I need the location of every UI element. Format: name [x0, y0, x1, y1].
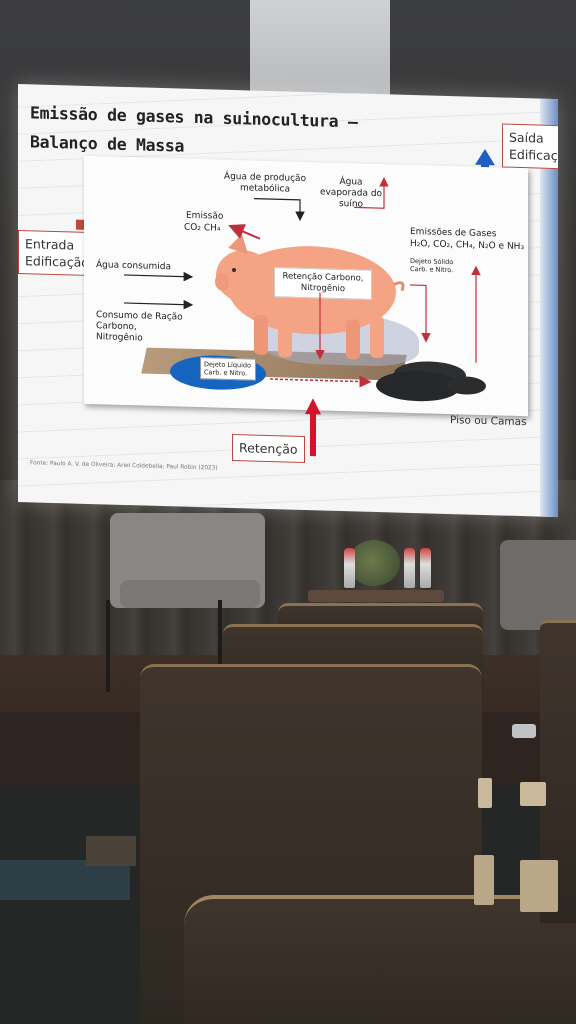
saida-label: Saída Edificação: [502, 123, 558, 170]
remote-control-icon: [512, 724, 536, 738]
auditorium-seat: [184, 895, 576, 1024]
window-light: [250, 0, 390, 95]
water-bottle: [420, 548, 431, 588]
lounge-chair: [500, 540, 576, 630]
flow-arrows: [124, 177, 481, 388]
mass-balance-diagram: Água de produção metabólica Água evapora…: [84, 155, 528, 417]
plant: [348, 540, 400, 586]
water-bottle: [344, 548, 355, 588]
projection-screen: Emissão de gases na suinocultura – Balan…: [18, 84, 558, 518]
chair-leg: [106, 600, 110, 692]
retencao-label: Retenção: [232, 433, 305, 464]
chair-leg: [218, 600, 222, 670]
armrest: [478, 778, 492, 808]
carpet-tile: [0, 860, 130, 900]
water-bottle: [404, 548, 415, 588]
retencao-arrow-icon: [305, 398, 321, 457]
armrest: [520, 782, 546, 806]
lounge-chair-seat: [120, 580, 260, 608]
armrest: [474, 855, 494, 905]
carpet-tile: [86, 836, 136, 866]
armrest: [520, 860, 558, 912]
floor-label: Piso ou Camas: [450, 414, 527, 429]
side-table: [308, 590, 444, 602]
